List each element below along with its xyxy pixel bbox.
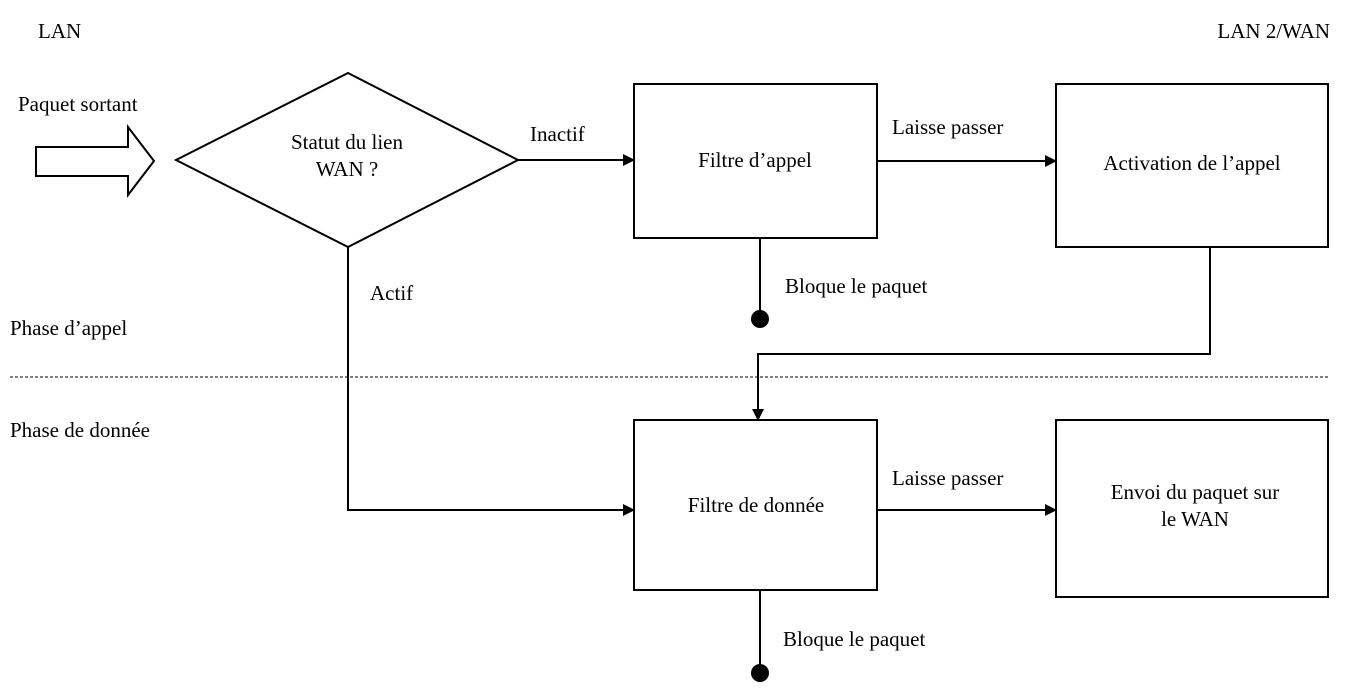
edge-active	[347, 247, 635, 516]
phase-data-label: Phase de donnée	[10, 418, 150, 442]
block-data-terminal	[751, 664, 769, 682]
send-packet-box	[1055, 419, 1329, 598]
call-activation-text: Activation de l’appel	[1103, 151, 1280, 175]
edge-block-call-label: Bloque le paquet	[785, 274, 927, 298]
send-packet-text-line2: le WAN	[1161, 507, 1229, 531]
call-filter-box	[633, 83, 878, 239]
call-activation-box	[1055, 83, 1329, 248]
edge-block-data-label: Bloque le paquet	[783, 627, 925, 651]
decision-text-line1: Statut du lien	[291, 130, 403, 154]
outgoing-packet-label: Paquet sortant	[18, 92, 138, 116]
call-filter-text: Filtre d’appel	[698, 148, 812, 172]
send-packet-text-line1: Envoi du paquet sur	[1111, 480, 1280, 504]
input-hollow-arrow	[35, 124, 156, 198]
edge-pass-call-label: Laisse passer	[892, 115, 1003, 139]
lan-label: LAN	[38, 19, 81, 43]
block-call-terminal	[751, 310, 769, 328]
decision-text-line2: WAN ?	[316, 157, 378, 181]
lan2-wan-label: LAN 2/WAN	[1217, 19, 1330, 43]
edge-activation-to-data-filter	[752, 247, 1211, 421]
edge-active-label: Actif	[370, 281, 413, 305]
data-filter-box	[633, 419, 878, 591]
edge-pass-data-label: Laisse passer	[892, 466, 1003, 490]
phase-call-label: Phase d’appel	[10, 316, 127, 340]
data-filter-text: Filtre de donnée	[688, 493, 824, 517]
edge-inactive-label: Inactif	[530, 122, 585, 146]
